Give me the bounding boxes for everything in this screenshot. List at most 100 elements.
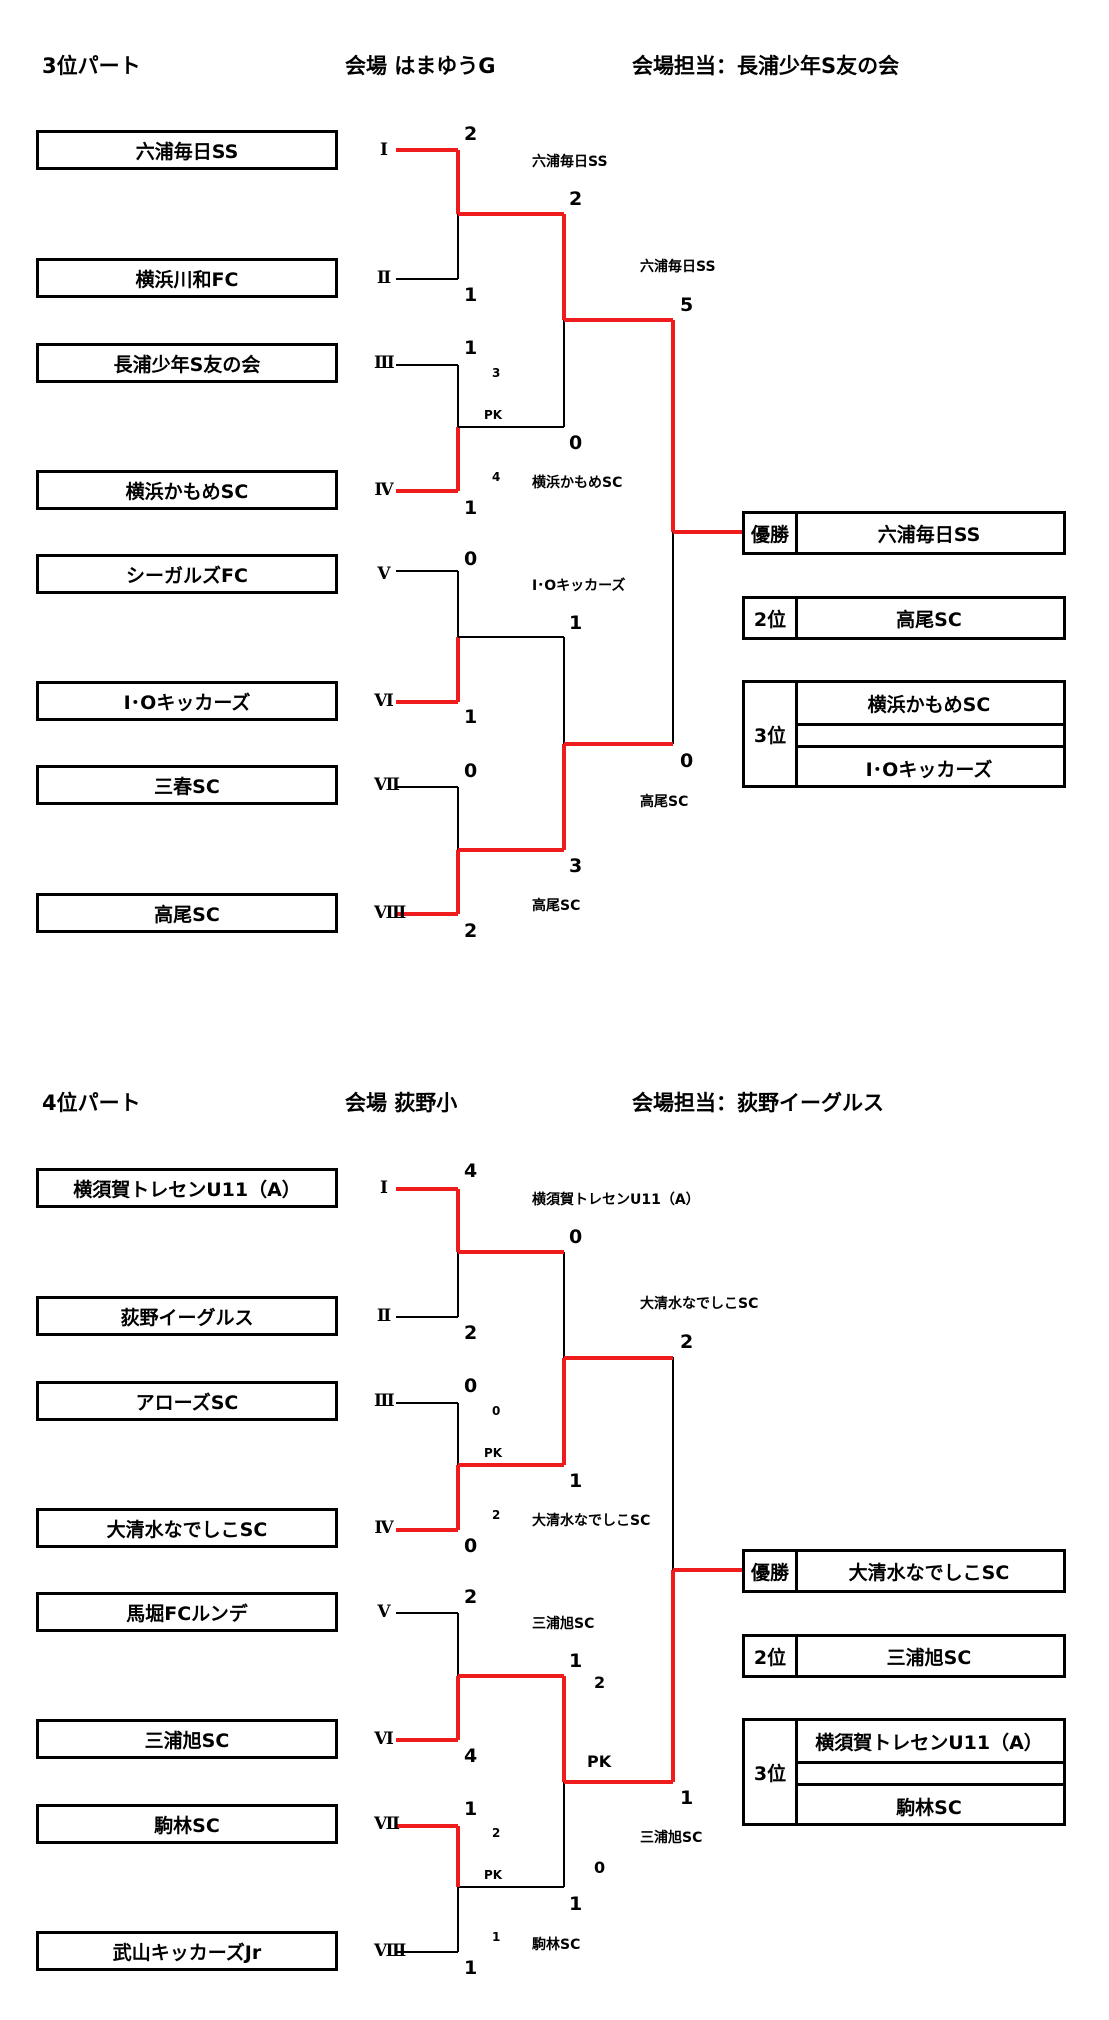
round2-score: 1 — [569, 1470, 583, 1492]
seed-numeral: Ⅳ — [374, 1518, 394, 1538]
team-score: 4 — [464, 1160, 478, 1182]
team-score: 2 — [464, 1586, 478, 1608]
round2-score: 0 — [569, 432, 583, 454]
team-score: 1 — [464, 497, 478, 519]
team-box: シーガルズFC — [36, 554, 338, 594]
team-box: 三浦旭SC — [36, 1719, 338, 1759]
pk-score: 3 — [492, 366, 501, 380]
venue-label: 会場 荻野小 — [345, 1091, 458, 1115]
seed-numeral: Ⅰ — [380, 140, 388, 160]
seed-numeral: Ⅱ — [376, 268, 392, 288]
team-box: 長浦少年S友の会 — [36, 343, 338, 383]
team-box: アローズSC — [36, 1381, 338, 1421]
team-score: 2 — [464, 920, 478, 942]
pk-label: PK — [484, 408, 503, 422]
result-third: 3位 横浜かもめSC I･Oキッカーズ — [742, 680, 1066, 788]
rank-label: 優勝 — [745, 1552, 798, 1590]
result-champion: 優勝 大清水なでしこSC — [742, 1549, 1066, 1593]
semi-winner-label: 六浦毎日SS — [640, 259, 716, 275]
seed-numeral: Ⅳ — [374, 480, 394, 500]
seed-numeral: Ⅵ — [374, 1729, 394, 1749]
winner-label: 大清水なでしこSC — [532, 1513, 651, 1529]
seed-numeral: Ⅷ — [374, 1941, 407, 1961]
team-box: 高尾SC — [36, 893, 338, 933]
team-box: 三春SC — [36, 765, 338, 805]
seed-numeral: Ⅲ — [374, 1391, 395, 1411]
pk-label: PK — [587, 1752, 612, 1771]
team-box: 横浜川和FC — [36, 258, 338, 298]
pk-score: 0 — [594, 1858, 606, 1877]
rank-label: 2位 — [745, 1637, 798, 1675]
bracket-lines — [396, 148, 745, 916]
seed-numeral: Ⅶ — [374, 1814, 400, 1834]
result-runner-up: 2位 高尾SC — [742, 596, 1066, 640]
seed-numeral: Ⅴ — [377, 564, 391, 584]
seed-numeral: Ⅴ — [377, 1602, 391, 1622]
rank-label: 優勝 — [745, 514, 798, 552]
rank-label: 2位 — [745, 599, 798, 637]
pk-score: 0 — [492, 1404, 501, 1418]
team-score: 1 — [464, 1798, 478, 1820]
winner-label: 横浜かもめSC — [532, 475, 623, 491]
round2-score: 2 — [569, 188, 583, 210]
rank-label: 3位 — [745, 683, 798, 785]
result-runner-up: 2位 三浦旭SC — [742, 1634, 1066, 1678]
winner-label: 高尾SC — [532, 898, 581, 914]
seed-numeral: Ⅰ — [380, 1178, 388, 1198]
winner-label: I･Oキッカーズ — [532, 578, 626, 594]
team-score: 4 — [464, 1745, 478, 1767]
team-score: 0 — [464, 548, 478, 570]
seed-numeral: Ⅱ — [376, 1306, 392, 1326]
pk-score: 2 — [594, 1673, 606, 1692]
round2-score: 1 — [569, 612, 583, 634]
winner-label: 六浦毎日SS — [532, 154, 608, 170]
round2-score: 1 — [569, 1650, 583, 1672]
pk-score: 2 — [492, 1826, 501, 1840]
seed-numeral: Ⅵ — [374, 691, 394, 711]
rank-team: 横浜かもめSC — [795, 683, 1063, 726]
rank-team: I･Oキッカーズ — [795, 745, 1063, 788]
team-box: 武山キッカーズJr — [36, 1931, 338, 1971]
venue-label: 会場 はまゆうG — [345, 54, 496, 78]
rank-team: 横須賀トレセンU11（A） — [795, 1721, 1063, 1764]
team-box: 大清水なでしこSC — [36, 1508, 338, 1548]
final-score: 2 — [680, 1331, 694, 1353]
final-score: 1 — [680, 1787, 694, 1809]
venue-manager-label: 会場担当：長浦少年S友の会 — [632, 54, 900, 78]
team-box: 荻野イーグルス — [36, 1296, 338, 1336]
pk-score: 4 — [492, 470, 501, 484]
team-box: 横浜かもめSC — [36, 470, 338, 510]
team-box: 横須賀トレセンU11（A） — [36, 1168, 338, 1208]
rank-team: 駒林SC — [795, 1783, 1063, 1826]
rank-label: 3位 — [745, 1721, 798, 1823]
team-box: 馬堀FCルンデ — [36, 1592, 338, 1632]
team-box: I･Oキッカーズ — [36, 681, 338, 721]
semi-winner-label: 高尾SC — [640, 794, 689, 810]
team-score: 2 — [464, 123, 478, 145]
team-box: 六浦毎日SS — [36, 130, 338, 170]
pk-score: 1 — [492, 1930, 501, 1944]
part-title: 3位パート — [42, 54, 141, 78]
pk-label: PK — [484, 1446, 503, 1460]
final-score: 0 — [680, 750, 694, 772]
team-score: 1 — [464, 706, 478, 728]
team-score: 1 — [464, 337, 478, 359]
team-score: 0 — [464, 1375, 478, 1397]
team-score: 2 — [464, 1322, 478, 1344]
semi-winner-label: 三浦旭SC — [640, 1830, 703, 1846]
result-third: 3位 横須賀トレセンU11（A） 駒林SC — [742, 1718, 1066, 1826]
team-score: 1 — [464, 284, 478, 306]
team-score: 0 — [464, 1535, 478, 1557]
pk-score: 2 — [492, 1508, 501, 1522]
seed-numeral: Ⅲ — [374, 353, 395, 373]
winner-label: 駒林SC — [532, 1937, 581, 1953]
team-box: 駒林SC — [36, 1804, 338, 1844]
part-title: 4位パート — [42, 1091, 141, 1115]
rank-team: 高尾SC — [896, 608, 962, 631]
final-score: 5 — [680, 294, 694, 316]
round2-score: 1 — [569, 1893, 583, 1915]
pk-label: PK — [484, 1868, 503, 1882]
winner-label: 三浦旭SC — [532, 1616, 595, 1632]
rank-team: 大清水なでしこSC — [848, 1561, 1010, 1584]
